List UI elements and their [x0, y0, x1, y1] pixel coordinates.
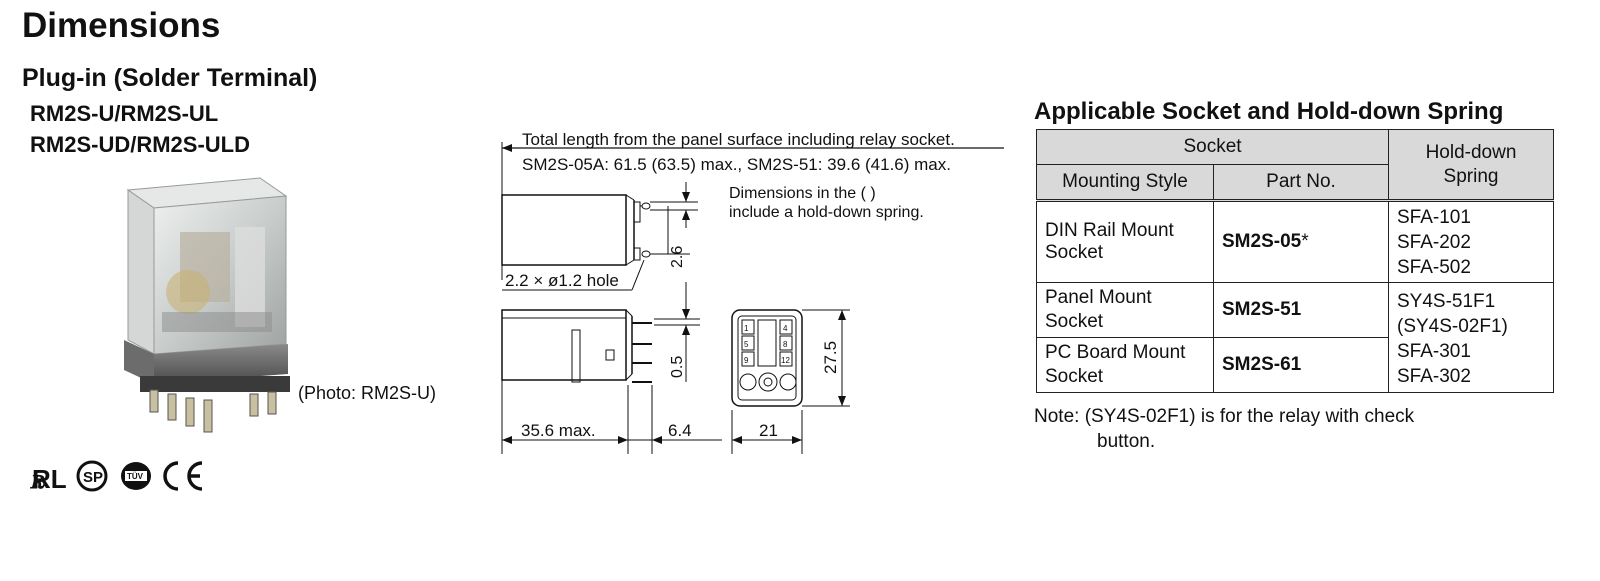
hole-label: 2.2 × ø1.2 hole — [505, 271, 619, 290]
length-note-1: Total length from the panel surface incl… — [522, 130, 955, 149]
socket-table-title: Applicable Socket and Hold-down Spring — [1034, 98, 1504, 125]
pin-label-5: 5 — [744, 340, 749, 349]
dim-21: 21 — [759, 421, 778, 440]
dim-0-5: 0.5 — [669, 356, 686, 378]
pin-label-12: 12 — [781, 356, 790, 365]
table-note: Note: (SY4S-02F1) is for the relay with … — [1034, 406, 1415, 427]
tuv-mark-icon: TÜV — [121, 462, 151, 490]
dim-length: 35.6 max. — [521, 421, 596, 440]
spring-list: SY4S-51F1 (SY4S-02F1) SFA-301 SFA-302 — [1388, 282, 1554, 393]
ul-mark-icon: ꭱ RL — [30, 464, 67, 495]
dimension-drawing: Total length from the panel surface incl… — [501, 130, 1004, 454]
table-row: DIN Rail Mount Socket SM2S-05* SFA-101 S… — [1036, 199, 1554, 283]
table-note-cont: button. — [1097, 431, 1156, 452]
certification-marks: ꭱ RL SP TÜV — [30, 460, 203, 495]
model-names-2: RM2S-UD/RM2S-ULD — [30, 132, 250, 157]
mounting-style: PC Board Mount Socket — [1036, 337, 1214, 393]
part-number: SM2S-05* — [1213, 199, 1389, 283]
svg-text:TÜV: TÜV — [127, 472, 144, 481]
dim-6-4: 6.4 — [668, 421, 692, 440]
pin-label-8: 8 — [783, 340, 788, 349]
csa-mark-icon: SP — [76, 460, 108, 492]
header-socket: Socket — [1036, 129, 1389, 165]
pin-label-9: 9 — [744, 356, 749, 365]
svg-text:RL: RL — [32, 464, 67, 494]
header-part: Part No. — [1213, 164, 1389, 201]
dim-27-5: 27.5 — [821, 341, 840, 374]
paren-note-1: Dimensions in the ( ) — [729, 185, 876, 202]
page-title: Dimensions — [22, 6, 221, 45]
pin-label-1: 1 — [744, 324, 749, 333]
pin-label-4: 4 — [783, 324, 788, 333]
mounting-style: DIN Rail Mount Socket — [1036, 199, 1214, 283]
photo-caption: (Photo: RM2S-U) — [298, 383, 437, 403]
svg-text:SP: SP — [83, 469, 103, 486]
part-number: SM2S-51 — [1213, 282, 1389, 338]
model-names-1: RM2S-U/RM2S-UL — [30, 101, 219, 126]
svg-text:ꭱ: ꭱ — [30, 464, 46, 495]
socket-table: Socket Hold-down Spring Mounting Style P… — [1036, 129, 1554, 393]
paren-note-2: include a hold-down spring. — [729, 204, 924, 221]
dim-2-6: 2.6 — [669, 246, 686, 268]
spring-list: SFA-101 SFA-202 SFA-502 — [1388, 199, 1554, 283]
part-number: SM2S-61 — [1213, 337, 1389, 393]
table-row: Panel Mount Socket SM2S-51 SY4S-51F1 (SY… — [1036, 282, 1554, 393]
length-note-2: SM2S-05A: 61.5 (63.5) max., SM2S-51: 39.… — [522, 155, 951, 174]
header-mounting: Mounting Style — [1036, 164, 1214, 201]
relay-photo — [124, 177, 290, 433]
section-title: Plug-in (Solder Terminal) — [22, 64, 318, 92]
header-spring: Hold-down Spring — [1388, 129, 1554, 201]
table-row: PC Board Mount Socket SM2S-61 — [1036, 337, 1554, 393]
mounting-style: Panel Mount Socket — [1036, 282, 1214, 338]
ce-mark-icon — [163, 461, 203, 491]
